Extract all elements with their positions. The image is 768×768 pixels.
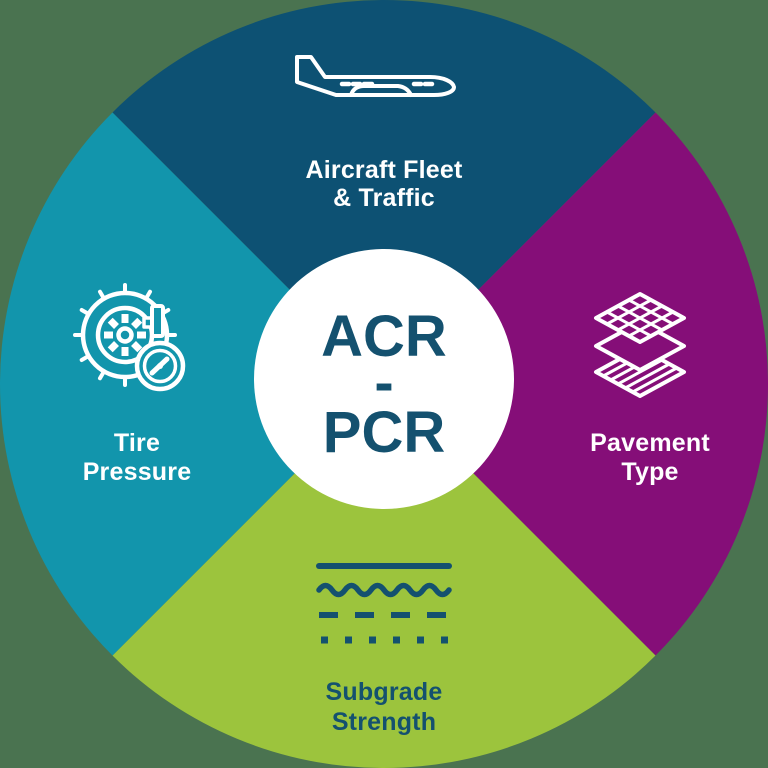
label-subgrade-line2: Strength — [332, 708, 436, 736]
pavement-layers-icon — [594, 292, 686, 398]
tire-pressure-gauge-icon — [73, 283, 186, 392]
tire-hub-spokes — [104, 314, 146, 356]
label-pavement-line1: Pavement — [590, 429, 710, 457]
center-text-pcr: PCR — [323, 400, 445, 465]
label-subgrade-line1: Subgrade — [326, 678, 443, 706]
subgrade-wavy-line — [316, 582, 452, 598]
quadrant-right — [384, 0, 768, 768]
quadrant-left — [0, 0, 384, 768]
center-text-acr: ACR — [321, 304, 447, 369]
label-tire-line2: Pressure — [83, 458, 192, 486]
label-tire-line1: Tire — [114, 429, 160, 457]
aircraft-wing-fairing — [349, 84, 413, 97]
gauge-needle-pivot — [157, 363, 163, 369]
center-text-hyphen: - — [374, 350, 393, 415]
tire-outer-circle — [80, 290, 170, 380]
subgrade-strata-icon — [316, 563, 452, 644]
aircraft-icon — [295, 55, 456, 97]
gauge-inner-circle — [142, 348, 178, 384]
label-aircraft-line2: & Traffic — [333, 184, 435, 212]
pavement-top-grid — [605, 298, 675, 338]
pavement-middle-layer — [594, 320, 686, 372]
gauge-valve-stem — [150, 304, 165, 338]
label-aircraft-line1: Aircraft Fleet — [305, 156, 462, 184]
center-circle — [254, 249, 514, 509]
label-pavement-line2: Type — [621, 458, 678, 486]
quadrant-top — [0, 0, 768, 384]
tire-hub-center — [116, 326, 134, 344]
